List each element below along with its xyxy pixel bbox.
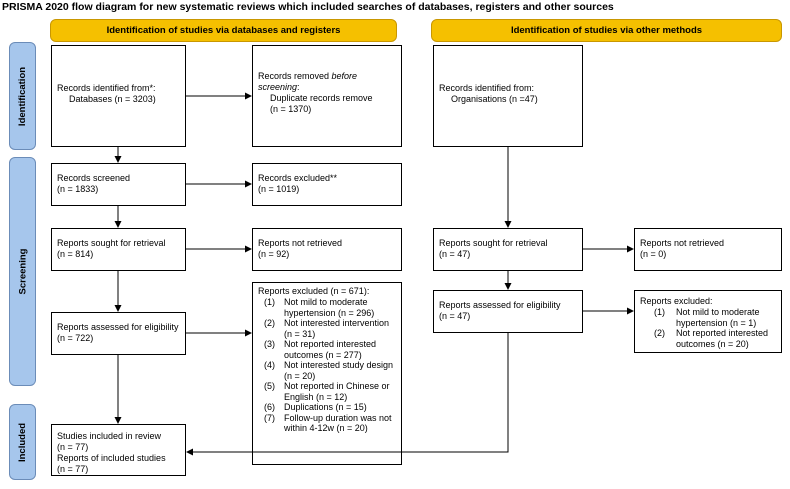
list-item: (2) Not reported interested outcomes (n =… — [640, 328, 776, 349]
records-screened-line2: (n = 1833) — [57, 184, 99, 194]
reports-sought-line2: (n = 814) — [57, 249, 94, 259]
other-reports-excluded-list: (1) Not mild to moderate hypertension (n … — [640, 307, 776, 349]
records-removed-line3: Duplicate records remove — [270, 93, 373, 103]
list-item-number: (2) — [654, 328, 665, 338]
box-records-excluded: Records excluded** (n = 1019) — [252, 163, 402, 206]
list-item: (1) Not mild to moderate hypertension (n … — [258, 297, 396, 318]
studies-included-line2: (n = 77) — [57, 442, 89, 452]
phase-identification-label: Identification — [17, 66, 28, 126]
studies-included-line3: Reports of included studies — [57, 453, 166, 463]
reports-assessed-line1: Reports assessed for eligibility — [57, 322, 179, 332]
phase-included-label: Included — [17, 422, 28, 462]
records-removed-screening: screening — [258, 82, 298, 92]
other-reports-sought-line2: (n = 47) — [439, 249, 471, 259]
records-excluded-line1: Records excluded** — [258, 173, 338, 183]
other-records-identified-line1: Records identified from: — [439, 83, 535, 93]
list-item: (1) Not mild to moderate hypertension (n … — [640, 307, 776, 328]
box-other-reports-not-retrieved: Reports not retrieved (n = 0) — [634, 228, 782, 271]
records-removed-line2: screening: — [258, 82, 396, 93]
list-item-number: (1) — [654, 307, 665, 317]
list-item: (2) Not interested intervention (n = 31) — [258, 318, 396, 339]
records-identified-line2: Databases (n = 3203) — [69, 94, 156, 104]
reports-excluded-heading: Reports excluded (n = 671): — [258, 286, 370, 296]
header-databases: Identification of studies via databases … — [50, 19, 397, 42]
list-item: (3) Not reported interested outcomes (n =… — [258, 339, 396, 360]
box-reports-not-retrieved: Reports not retrieved (n = 92) — [252, 228, 402, 271]
records-removed-before: before — [331, 71, 358, 81]
reports-not-retrieved-line1: Reports not retrieved — [258, 238, 343, 248]
records-removed-colon: : — [297, 82, 300, 92]
header-other-methods: Identification of studies via other meth… — [431, 19, 782, 42]
other-reports-not-retrieved-line2: (n = 0) — [640, 249, 667, 259]
list-item-text: Not reported in Chinese or English (n = … — [284, 381, 390, 402]
records-removed-line1: Records removed before — [258, 71, 396, 82]
diagram-title: PRISMA 2020 flow diagram for new systema… — [2, 1, 614, 13]
list-item-text: Not interested study design (n = 20) — [284, 360, 394, 381]
other-reports-assessed-line2: (n = 47) — [439, 311, 471, 321]
box-other-reports-assessed: Reports assessed for eligibility (n = 47… — [433, 290, 583, 333]
other-reports-assessed-line1: Reports assessed for eligibility — [439, 300, 561, 310]
list-item-number: (7) — [264, 412, 275, 423]
reports-sought-line1: Reports sought for retrieval — [57, 238, 166, 248]
records-removed-text: Records removed — [258, 71, 332, 81]
box-records-identified: Records identified from*: Databases (n =… — [51, 45, 186, 147]
studies-included-line1: Studies included in review — [57, 431, 162, 441]
box-records-screened: Records screened (n = 1833) — [51, 163, 186, 206]
list-item-number: (4) — [264, 360, 275, 370]
list-item-text: Not reported interested outcomes (n = 20… — [676, 328, 769, 349]
box-other-reports-sought: Reports sought for retrieval (n = 47) — [433, 228, 583, 271]
list-item-number: (2) — [264, 318, 275, 328]
box-records-removed: Records removed before screening: Duplic… — [252, 45, 402, 147]
list-item: (4) Not interested study design (n = 20) — [258, 360, 396, 381]
list-item-number: (6) — [264, 402, 275, 412]
other-records-identified-line2: Organisations (n =47) — [451, 94, 538, 104]
list-item: (6) Duplications (n = 15) — [258, 402, 396, 413]
phase-identification: Identification — [9, 42, 36, 150]
list-item-number: (1) — [264, 297, 275, 307]
list-item: (7) Follow-up duration was not within 4-1… — [258, 413, 396, 434]
list-item-text: Not reported interested outcomes (n = 27… — [284, 339, 377, 360]
other-reports-not-retrieved-line1: Reports not retrieved — [640, 238, 725, 248]
list-item-text: Duplications (n = 15) — [284, 402, 367, 412]
records-excluded-line2: (n = 1019) — [258, 184, 300, 194]
box-reports-sought: Reports sought for retrieval (n = 814) — [51, 228, 186, 271]
other-reports-excluded-heading: Reports excluded: — [640, 296, 713, 306]
phase-screening: Screening — [9, 157, 36, 386]
reports-not-retrieved-line2: (n = 92) — [258, 249, 290, 259]
list-item-text: Not mild to moderate hypertension (n = 1… — [676, 307, 760, 328]
box-other-reports-excluded: Reports excluded: (1) Not mild to moderat… — [634, 290, 782, 353]
list-item-text: Follow-up duration was not within 4-12w … — [284, 412, 392, 434]
studies-included-line4: (n = 77) — [57, 464, 89, 474]
phase-included: Included — [9, 404, 36, 480]
other-reports-sought-line1: Reports sought for retrieval — [439, 238, 548, 248]
list-item-text: Not interested intervention (n = 31) — [284, 318, 390, 339]
box-reports-assessed: Reports assessed for eligibility (n = 72… — [51, 312, 186, 355]
list-item-number: (3) — [264, 339, 275, 349]
records-removed-line4: (n = 1370) — [270, 104, 312, 114]
reports-excluded-list: (1) Not mild to moderate hypertension (n … — [258, 297, 396, 434]
header-databases-label: Identification of studies via databases … — [106, 25, 341, 36]
reports-assessed-line2: (n = 722) — [57, 333, 94, 343]
records-identified-line1: Records identified from*: — [57, 83, 156, 93]
header-other-methods-label: Identification of studies via other meth… — [510, 25, 703, 36]
list-item-number: (5) — [264, 381, 275, 391]
box-other-records-identified: Records identified from: Organisations (… — [433, 45, 583, 147]
box-studies-included: Studies included in review (n = 77) Repo… — [51, 424, 186, 476]
phase-screening-label: Screening — [17, 248, 28, 295]
list-item-text: Not mild to moderate hypertension (n = 2… — [284, 297, 375, 318]
list-item: (5) Not reported in Chinese or English (n… — [258, 381, 396, 402]
box-reports-excluded: Reports excluded (n = 671): (1) Not mild … — [252, 282, 402, 465]
records-screened-line1: Records screened — [57, 173, 131, 183]
